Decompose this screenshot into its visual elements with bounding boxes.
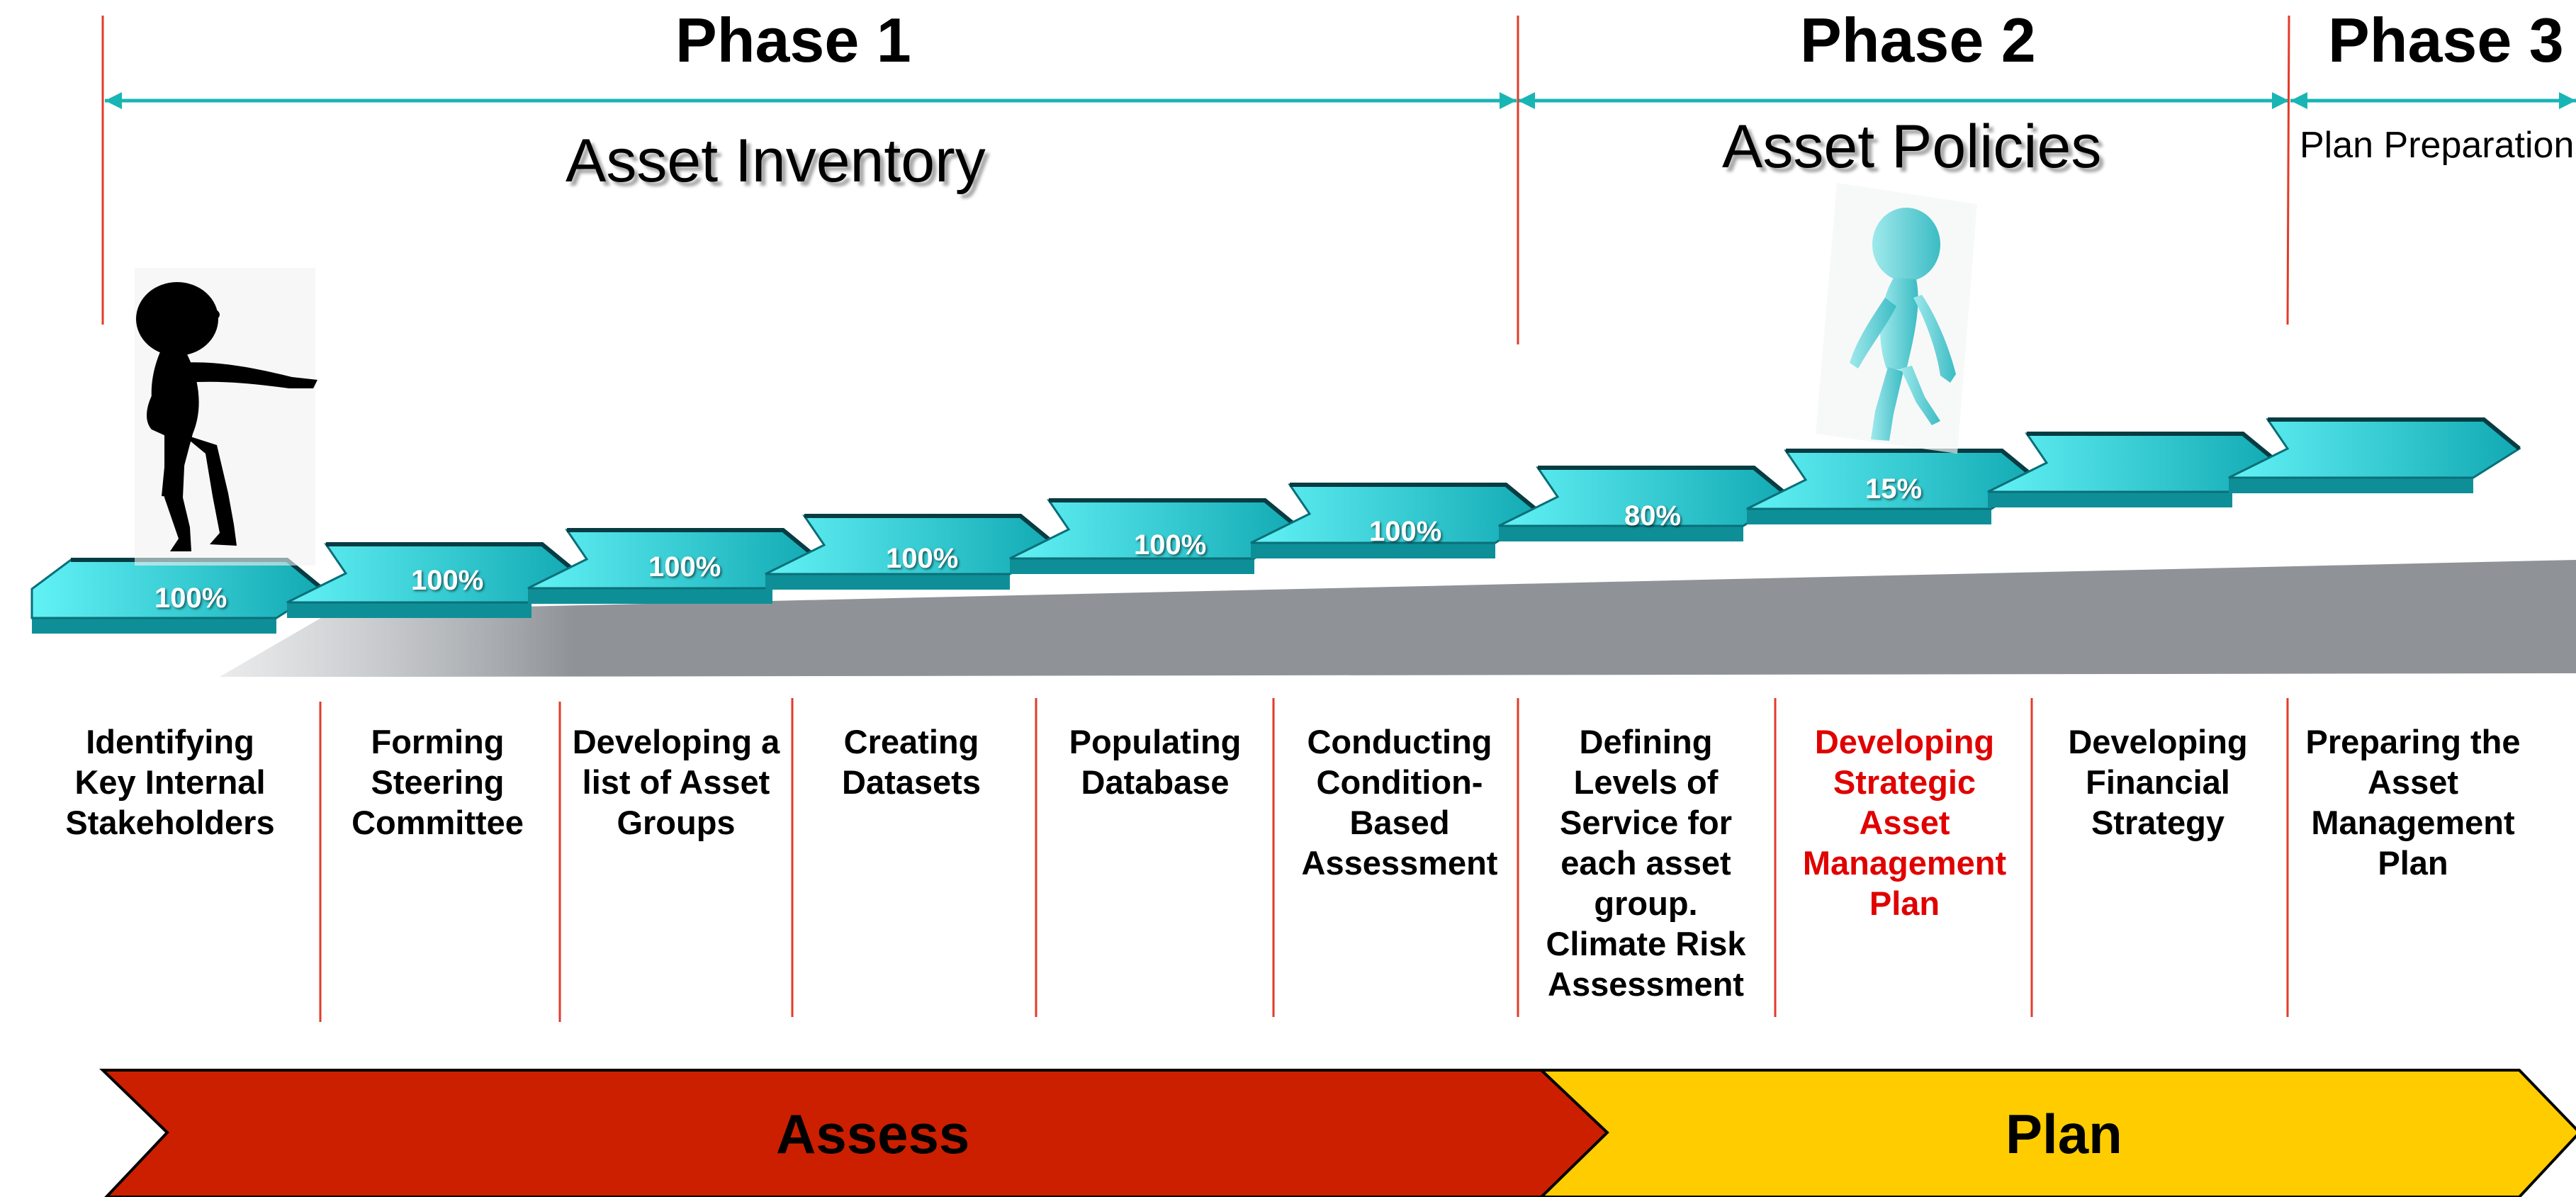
plan-band	[1537, 1069, 2576, 1197]
step-side-face	[1251, 543, 1495, 558]
staircase-shadow	[220, 560, 2576, 677]
phase-1-title: Phase 1	[675, 5, 911, 75]
step-2-progress: 100%	[411, 565, 484, 596]
step-8-label: Developing Strategic Asset Management Pl…	[1802, 723, 2007, 922]
step-9-label: Developing Financial Strategy	[2068, 723, 2248, 841]
step-side-face	[1747, 509, 1991, 524]
walking-3d-figure	[1816, 183, 1977, 454]
step-rim	[1538, 466, 1791, 499]
step-8-progress: 15%	[1865, 473, 1923, 505]
phase-1-subtitle: Asset Inventory	[566, 127, 986, 195]
step-1-label: Identifying Key Internal Stakeholders	[65, 723, 275, 841]
step-top-face	[2228, 418, 2521, 479]
step-4-progress: 100%	[886, 543, 959, 574]
step-dividers	[319, 698, 2289, 1022]
step-side-face	[765, 574, 1010, 590]
step-1-progress: 100%	[154, 583, 227, 614]
phase-3-subtitle: Plan Preparation	[2300, 125, 2575, 166]
step-rim	[1290, 483, 1543, 516]
step-rim	[1049, 498, 1302, 532]
step-chevron-2	[286, 542, 580, 618]
step-side-face	[287, 602, 531, 618]
step-side-face	[2229, 478, 2473, 493]
pointing-silhouette-figure	[135, 268, 317, 566]
step-chevron-4	[765, 514, 1058, 590]
step-7-progress: 80%	[1624, 500, 1682, 532]
phase-2-subtitle: Asset Policies	[1722, 113, 2102, 181]
step-2-label: Forming Steering Committee	[351, 723, 524, 841]
step-chevron-6	[1250, 483, 1543, 558]
step-side-face	[32, 618, 276, 634]
step-10-label: Preparing the Asset Management Plan	[2305, 723, 2521, 882]
step-chevron-9	[1987, 432, 2280, 507]
step-6-label: Conducting Condition-Based Assessment	[1301, 723, 1498, 882]
step-chevron-10	[2228, 417, 2521, 493]
step-rim	[804, 514, 1057, 547]
step-7-label: Defining Levels of Service for each asse…	[1546, 723, 1746, 1003]
step-5-label: Populating Database	[1069, 723, 1242, 801]
step-rim	[2027, 432, 2280, 465]
step-rim	[567, 528, 820, 561]
step-chevron-5	[1009, 498, 1303, 574]
step-side-face	[1499, 526, 1743, 541]
assess-band-label: Assess	[776, 1103, 970, 1165]
phase-3-title: Phase 3	[2328, 5, 2564, 75]
step-chevron-8	[1746, 449, 2040, 524]
phase-dividers	[101, 15, 2290, 344]
step-6-progress: 100%	[1369, 516, 1442, 547]
step-rim	[2268, 417, 2521, 451]
step-chevron-1	[30, 558, 325, 634]
step-chevron-7	[1498, 466, 1792, 541]
step-4-label: Creating Datasets	[842, 723, 981, 801]
step-3-label: Developing a list of Asset Groups	[572, 723, 780, 841]
phase-2-title: Phase 2	[1800, 5, 2036, 75]
step-rim	[1786, 449, 2039, 482]
step-side-face	[1010, 558, 1254, 574]
step-side-face	[528, 588, 772, 604]
plan-band-label: Plan	[2006, 1103, 2122, 1165]
phase-brackets	[105, 92, 2576, 109]
step-rim	[326, 542, 579, 575]
step-side-face	[1988, 492, 2232, 507]
staircase	[30, 417, 2521, 634]
step-5-progress: 100%	[1134, 529, 1207, 561]
step-3-progress: 100%	[648, 551, 721, 583]
